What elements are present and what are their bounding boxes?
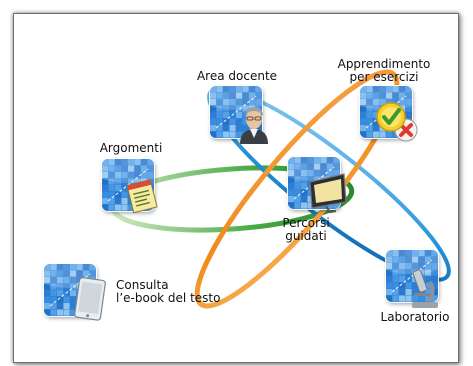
microscope-icon bbox=[406, 266, 442, 314]
apprendimento-label-line1: Apprendimento bbox=[337, 57, 431, 71]
check-and-cross-icon bbox=[374, 100, 420, 148]
laboratorio-label: Laboratorio bbox=[380, 310, 450, 324]
ebook-label-line1: Consulta bbox=[116, 278, 169, 292]
monitor-icon bbox=[306, 172, 350, 218]
ebook-label-line2: l’e-book del testo bbox=[116, 291, 221, 305]
area-docente-label: Area docente bbox=[196, 69, 278, 83]
orange-orbit bbox=[194, 69, 400, 309]
percorsi-label-line2: guidati bbox=[285, 229, 327, 243]
laboratorio-tile bbox=[386, 250, 438, 302]
teacher-avatar-icon bbox=[236, 104, 272, 148]
navigation-panel: Area docente Apprendimento per esercizi bbox=[13, 13, 459, 363]
orbit-rings bbox=[109, 69, 451, 309]
tablet-icon bbox=[74, 276, 108, 326]
argomenti-label: Argomenti bbox=[99, 141, 163, 155]
notepad-icon bbox=[126, 178, 160, 218]
apprendimento-label-line2: per esercizi bbox=[349, 70, 419, 84]
percorsi-label-line1: Percorsi bbox=[282, 216, 330, 230]
